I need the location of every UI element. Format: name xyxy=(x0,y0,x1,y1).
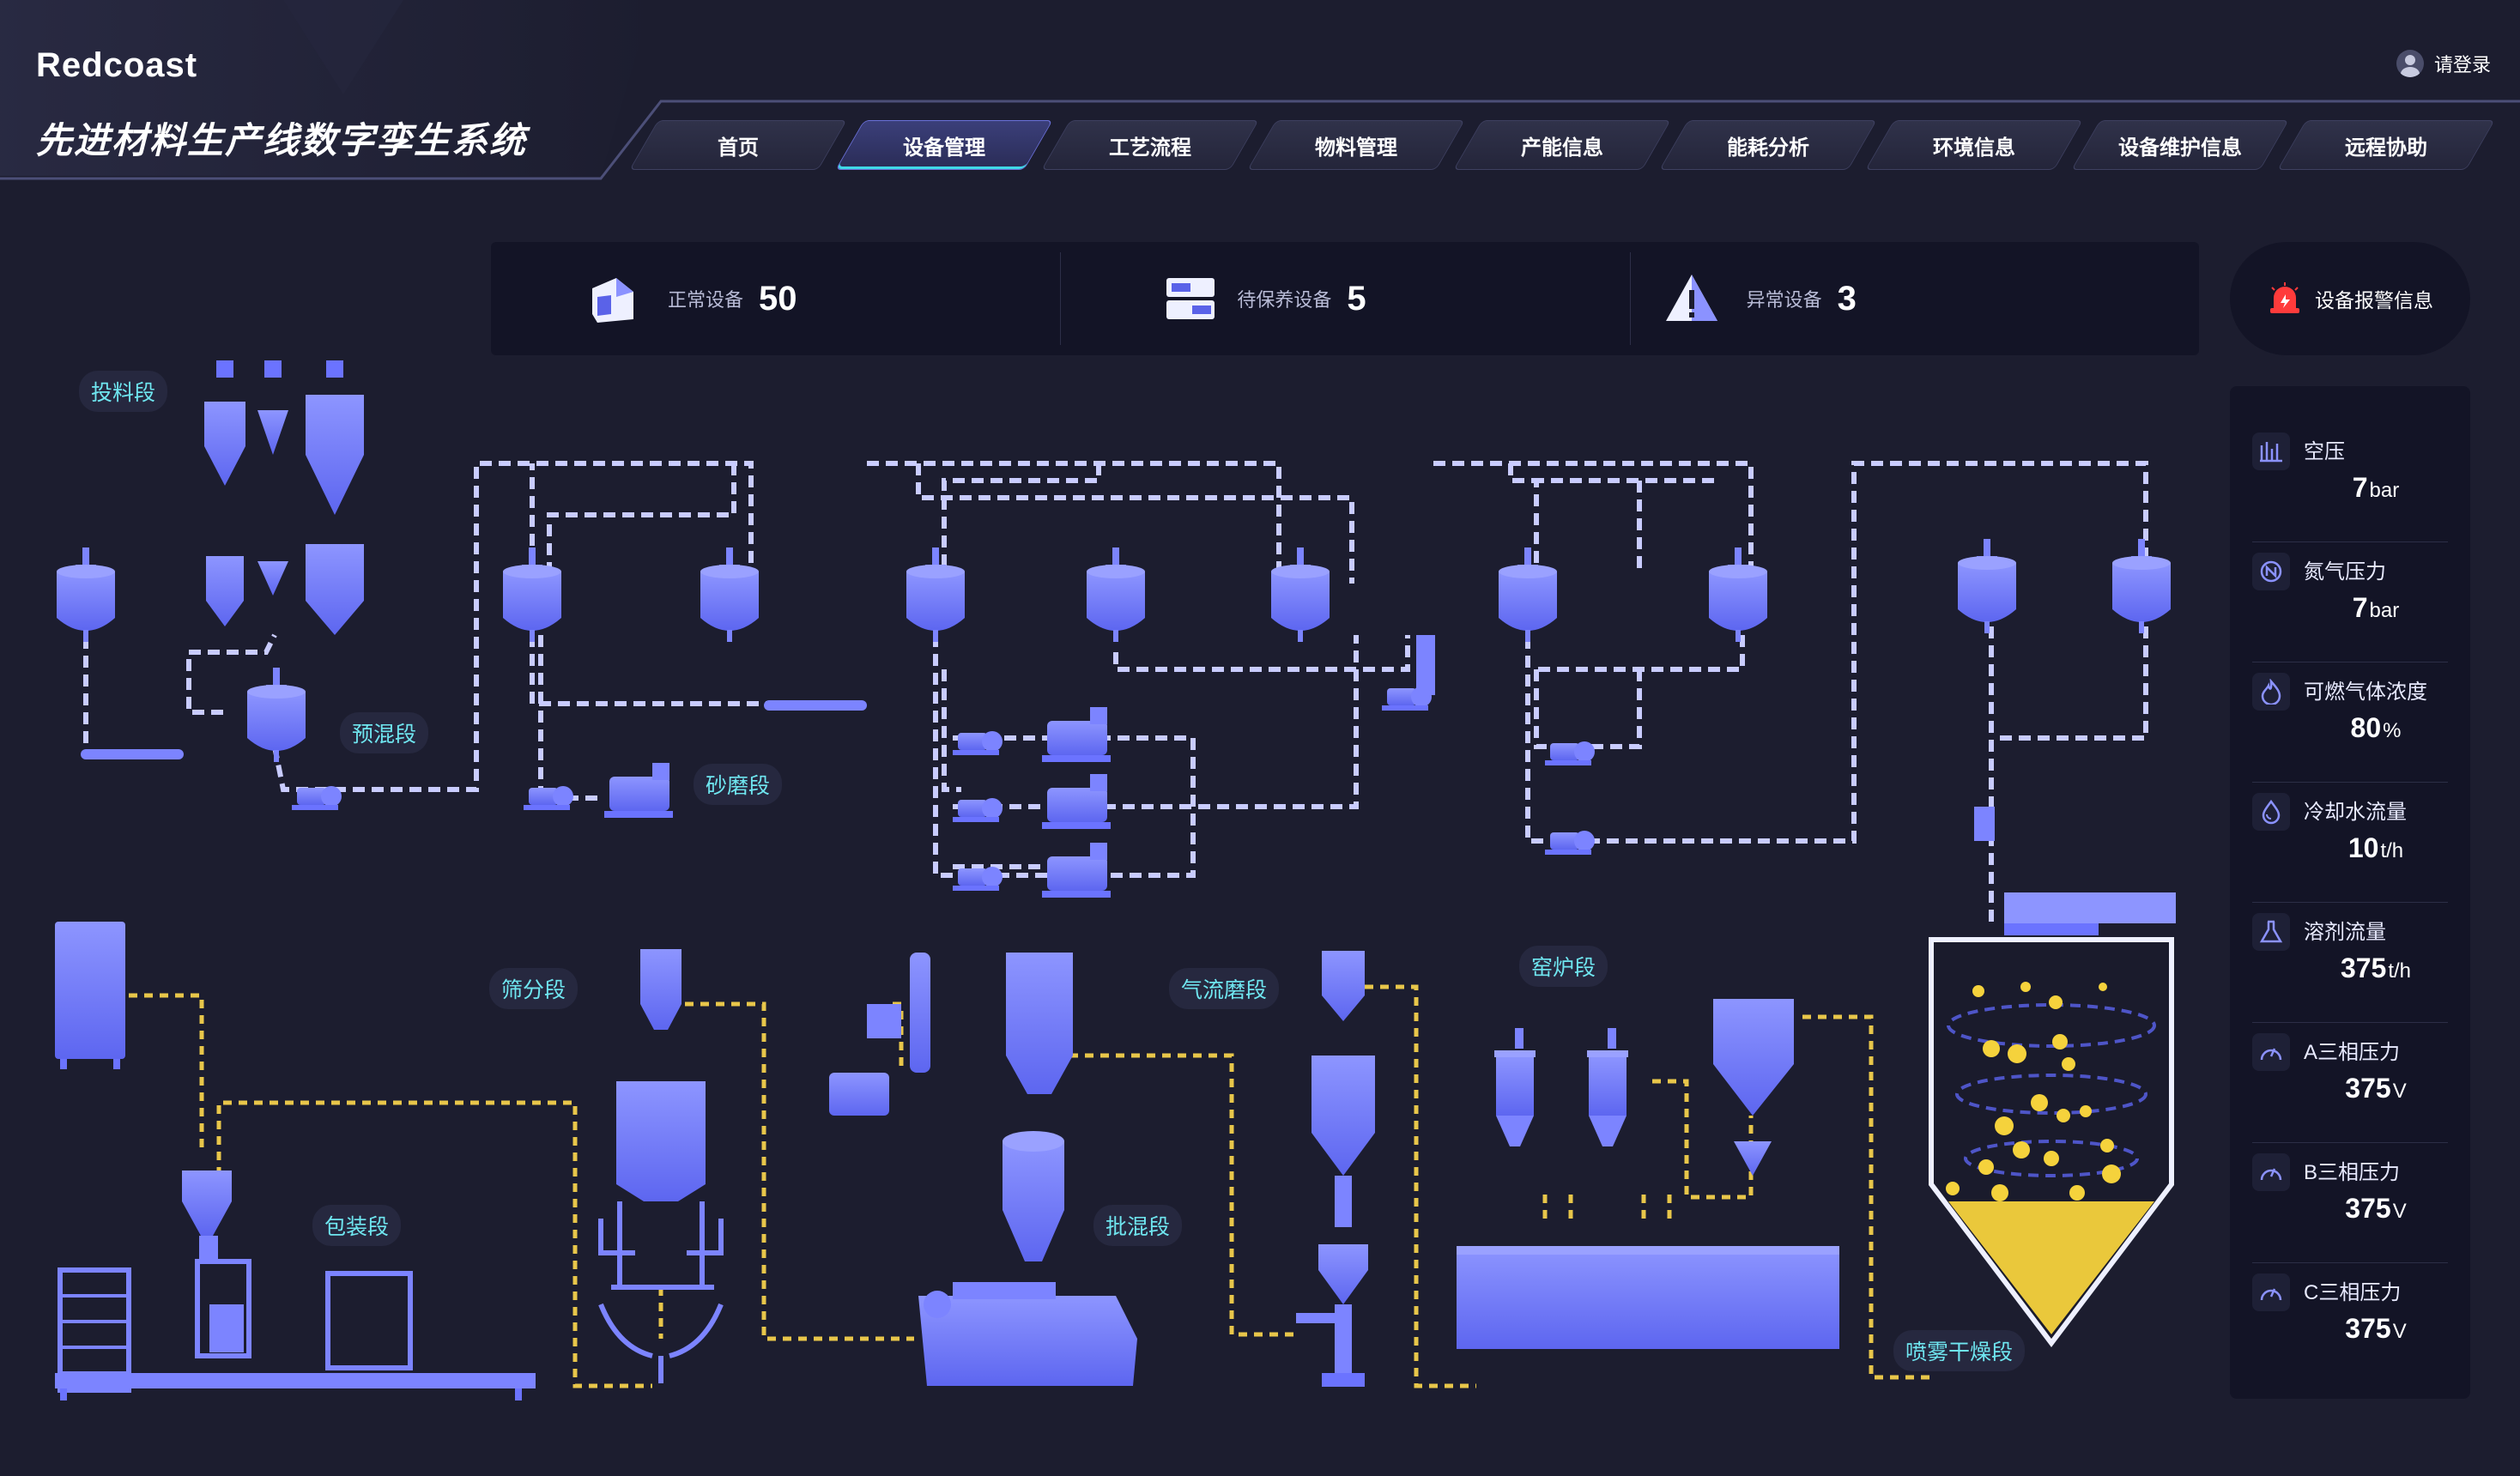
metric-value: 80% xyxy=(2350,712,2402,743)
lower-pipeline xyxy=(129,984,1931,1388)
metric-combustible-gas: 可燃气体浓度 80% xyxy=(2252,662,2448,783)
metric-value: 375V xyxy=(2345,1313,2407,1344)
nav-item-energy[interactable]: 能耗分析 xyxy=(1665,120,1871,170)
nav-item-home[interactable]: 首页 xyxy=(635,120,841,170)
grinding-equipment xyxy=(503,547,867,818)
metric-name: B三相压力 xyxy=(2304,1161,2401,1184)
stat-abnormal[interactable]: 异常设备 3 xyxy=(1629,242,2199,355)
user-avatar-icon xyxy=(2396,50,2424,77)
metric-name: 空压 xyxy=(2304,440,2345,463)
maintenance-device-icon xyxy=(1166,278,1215,319)
metric-phase-b-pressure: B三相压力 375V xyxy=(2252,1143,2448,1263)
spray-dryer xyxy=(1929,892,2176,1347)
metric-solvent-flow: 溶剂流量 375t/h xyxy=(2252,903,2448,1023)
nav-item-maintenance[interactable]: 设备维护信息 xyxy=(2077,120,2283,170)
equipment-stats-bar: 正常设备 50 待保养设备 5 异常设备 3 xyxy=(491,242,2199,355)
stat-normal[interactable]: 正常设备 50 xyxy=(491,242,1060,355)
metric-nitrogen-pressure: 氮气压力 7bar xyxy=(2252,542,2448,662)
metric-value: 10t/h xyxy=(2347,832,2404,863)
stage-label-packaging: 包装段 xyxy=(312,1205,402,1246)
water-drop-icon xyxy=(2252,793,2290,831)
kiln-equipment xyxy=(1457,999,1839,1349)
meter-icon xyxy=(2252,1033,2290,1071)
alarm-info-label: 设备报警信息 xyxy=(2315,289,2433,312)
metric-name: C三相压力 xyxy=(2304,1281,2402,1304)
metric-value: 7bar xyxy=(2352,592,2400,623)
stat-abnormal-value: 3 xyxy=(1837,279,1857,318)
feeding-equipment xyxy=(57,360,364,810)
stage-label-batch-mix: 批混段 xyxy=(1093,1205,1183,1246)
stage-label-jet-mill: 气流磨段 xyxy=(1169,968,1280,1009)
stage-label-spray-dry: 喷雾干燥段 xyxy=(1893,1330,2026,1371)
warning-triangle-icon xyxy=(1665,275,1717,321)
mixing-equipment xyxy=(1499,539,2171,855)
stat-normal-value: 50 xyxy=(759,279,797,318)
stat-maintenance-label: 待保养设备 xyxy=(1237,289,1332,311)
metric-value: 375t/h xyxy=(2340,953,2412,983)
nav-item-capacity[interactable]: 产能信息 xyxy=(1459,120,1665,170)
page-title: 先进材料生产线数字孪生系统 xyxy=(36,120,528,160)
spray-particles xyxy=(1946,982,2121,1201)
header-decoration xyxy=(0,0,2520,180)
metric-air-pressure: 空压 7bar xyxy=(2252,422,2448,542)
environment-metrics-panel: 空压 7bar 氮气压力 7bar 可燃气体浓度 80% 冷却水流量 10t/h xyxy=(2230,386,2470,1399)
nav-item-environment[interactable]: 环境信息 xyxy=(1871,120,2077,170)
flame-icon xyxy=(2252,673,2290,711)
login-label: 请登录 xyxy=(2433,54,2491,76)
meter-icon xyxy=(2252,1153,2290,1191)
stage-label-feeding: 投料段 xyxy=(79,371,168,412)
nav-item-material[interactable]: 物料管理 xyxy=(1253,120,1459,170)
brand-logo: Redcoast xyxy=(36,46,198,84)
stage-label-screening: 筛分段 xyxy=(489,968,579,1009)
upper-pipeline xyxy=(83,461,2148,927)
stat-maintenance-value: 5 xyxy=(1347,279,1366,318)
stat-abnormal-label: 异常设备 xyxy=(1746,289,1822,311)
header: Redcoast 先进材料生产线数字孪生系统 请登录 首页 设备管理 工艺流程 … xyxy=(0,0,2520,189)
jet-mill-equipment xyxy=(1296,951,1375,1387)
stage-label-grinding: 砂磨段 xyxy=(694,764,783,805)
metric-value: 375V xyxy=(2345,1193,2407,1224)
packaging-equipment xyxy=(55,922,536,1400)
main-nav: 首页 设备管理 工艺流程 物料管理 产能信息 能耗分析 环境信息 设备维护信息 … xyxy=(635,120,2489,170)
metric-name: 冷却水流量 xyxy=(2304,801,2407,824)
metric-value: 375V xyxy=(2345,1073,2407,1104)
dispersion-equipment xyxy=(906,547,1435,898)
flask-icon xyxy=(2252,913,2290,951)
nav-item-remote[interactable]: 远程协助 xyxy=(2283,120,2489,170)
metric-phase-a-pressure: A三相压力 375V xyxy=(2252,1023,2448,1143)
metric-name: 可燃气体浓度 xyxy=(2304,681,2427,704)
alarm-siren-icon xyxy=(2270,282,2299,313)
nav-item-equipment[interactable]: 设备管理 xyxy=(841,120,1047,170)
nav-item-process[interactable]: 工艺流程 xyxy=(1047,120,1253,170)
metric-value: 7bar xyxy=(2352,472,2400,503)
metric-name: 溶剂流量 xyxy=(2304,921,2386,944)
normal-device-icon xyxy=(592,278,633,323)
pressure-gauge-icon xyxy=(2252,433,2290,470)
stat-maintenance[interactable]: 待保养设备 5 xyxy=(1060,242,1629,355)
metric-name: 氮气压力 xyxy=(2304,560,2386,584)
batch-mix-equipment xyxy=(918,953,1137,1386)
nitrogen-icon xyxy=(2252,553,2290,590)
process-flow-diagram: 投料段 预混段 砂磨段 筛分段 包装段 气流磨段 批混段 窑炉段 喷雾干燥段 xyxy=(55,360,2176,1400)
stage-label-kiln: 窑炉段 xyxy=(1519,946,1608,987)
alarm-info-button[interactable]: 设备报警信息 xyxy=(2230,242,2470,355)
login-button[interactable]: 请登录 xyxy=(2396,50,2491,77)
metric-cooling-water: 冷却水流量 10t/h xyxy=(2252,783,2448,903)
metric-phase-c-pressure: C三相压力 375V xyxy=(2252,1263,2448,1383)
meter-icon xyxy=(2252,1273,2290,1311)
screening-equipment xyxy=(598,949,930,1383)
metric-name: A三相压力 xyxy=(2304,1041,2401,1064)
stage-label-premix: 预混段 xyxy=(340,712,429,753)
stat-normal-label: 正常设备 xyxy=(668,289,744,311)
